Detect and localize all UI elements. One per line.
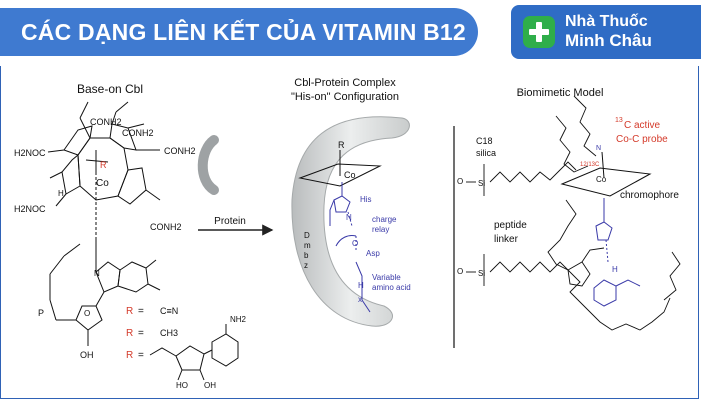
r-option-1-r: R [126, 306, 133, 317]
o-label-upper: O [457, 177, 463, 186]
peptide-line1: peptide [494, 220, 527, 231]
panel-biomimetic-model: Biomimetic Model C18 silica O Si O Si N … [453, 87, 681, 348]
charge-relay-line1: charge [372, 215, 397, 224]
panel2-title-line1: Cbl-Protein Complex [294, 77, 396, 89]
plus-cross-icon [523, 16, 555, 48]
o-label-asp: O [352, 239, 358, 248]
corrin-plane-2 [298, 150, 382, 187]
corrin-ring [47, 101, 161, 240]
r-label-panel2: R [338, 140, 345, 150]
title-banner: CÁC DẠNG LIÊN KẾT CỦA VITAMIN B12 [0, 8, 478, 56]
arrow-label: Protein [214, 216, 246, 227]
nh2-label: NH2 [230, 315, 247, 324]
corrin-plane-3 [560, 151, 652, 197]
si-label-lower: Si [478, 269, 485, 278]
isotope-label: 12/13C [580, 162, 600, 168]
probe-line1: C active [624, 120, 661, 131]
probe-line2: Co-C probe [616, 134, 668, 145]
peptide-line2: linker [494, 234, 519, 245]
adenosyl-structure [149, 324, 239, 381]
n-label-cn: N [596, 145, 601, 152]
x-label: x [358, 295, 362, 304]
cobalt-label-panel3: Co [596, 175, 607, 184]
protein-arrow: Protein [197, 135, 274, 236]
panel-protein-complex: Cbl-Protein Complex "His-on" Configurati… [291, 77, 411, 327]
panel1-title: Base-on Cbl [77, 82, 143, 96]
group-conh2-bottom-right: CONH2 [150, 222, 182, 232]
si-label-upper: Si [478, 179, 485, 188]
alkyl-chains [466, 95, 681, 331]
ribose-phosphate [49, 243, 103, 346]
cobalt-label-panel2: Co [344, 170, 356, 180]
brand-name-line2: Minh Châu [565, 31, 652, 50]
his-ligand-panel3 [593, 198, 641, 307]
page-title: CÁC DẠNG LIÊN KẾT CỦA VITAMIN B12 [21, 19, 466, 45]
r-option-2-r: R [126, 328, 133, 339]
o-label-lower: O [457, 267, 463, 276]
vitamin-b12-diagram: Base-on Cbl CONH2 CONH2 CONH2 H2NOC H [14, 77, 681, 390]
r-option-3-r: R [126, 350, 133, 361]
c18-line2: silica [476, 148, 496, 158]
n-label-bzim: N [94, 269, 100, 278]
variable-line2: amino acid [372, 283, 411, 292]
group-conh2-top-left: CONH2 [90, 117, 122, 127]
dmbz-m: m [304, 241, 311, 250]
panel2-title-line2: "His-on" Configuration [291, 91, 399, 103]
group-h2noc-left: H2NOC [14, 148, 46, 158]
small-protein-shape [197, 135, 219, 195]
r-option-3-eq: = [138, 350, 144, 361]
oh-label-adenosyl: OH [204, 381, 216, 390]
oh-label: OH [80, 350, 94, 360]
brand-logo: Nhà Thuốc Minh Châu [511, 5, 701, 59]
peptide-linker [547, 199, 605, 287]
chromophore-label: chromophore [620, 190, 679, 201]
r-group-options: R = C≡N R = CH3 R = [126, 306, 178, 361]
brand-name-line1: Nhà Thuốc [565, 13, 648, 30]
his-label: His [360, 195, 372, 204]
cobalt-label: Co [96, 178, 109, 189]
c18-line1: C18 [476, 136, 493, 146]
r-option-2-eq: = [138, 328, 144, 339]
header: CÁC DẠNG LIÊN KẾT CỦA VITAMIN B12 Nhà Th… [0, 0, 701, 66]
h-label-panel3: H [612, 265, 618, 274]
p-label: P [38, 308, 44, 318]
r-option-1-group: C≡N [160, 306, 178, 316]
dmbz-d: D [304, 231, 310, 240]
his-side-chain [329, 182, 371, 313]
panel-base-on-cbl: Base-on Cbl CONH2 CONH2 CONH2 H2NOC H [14, 82, 247, 390]
dmbz-b: b [304, 251, 309, 260]
variable-line1: Variable [372, 273, 401, 282]
n-label-his: N [346, 213, 352, 222]
protein-backbone-shape [291, 116, 410, 327]
group-conh2-right: CONH2 [164, 146, 196, 156]
r-option-1-eq: = [138, 306, 144, 317]
probe-superscript: 13 [615, 117, 623, 124]
group-h2noc-bottom-left: H2NOC [14, 204, 46, 214]
h-label: H [58, 189, 64, 198]
h-label-panel2: H [358, 281, 364, 290]
r-label-axial: R [100, 160, 107, 170]
dmbz-z: z [304, 261, 308, 270]
ho-label: HO [176, 381, 188, 390]
r-option-2-group: CH3 [160, 328, 178, 338]
charge-relay-line2: relay [372, 225, 389, 234]
o-label-ribose: O [84, 309, 90, 318]
group-conh2-top-right: CONH2 [122, 128, 154, 138]
panel3-title: Biomimetic Model [517, 87, 604, 99]
asp-label: Asp [366, 249, 380, 258]
benzimidazole-ring [95, 240, 161, 307]
